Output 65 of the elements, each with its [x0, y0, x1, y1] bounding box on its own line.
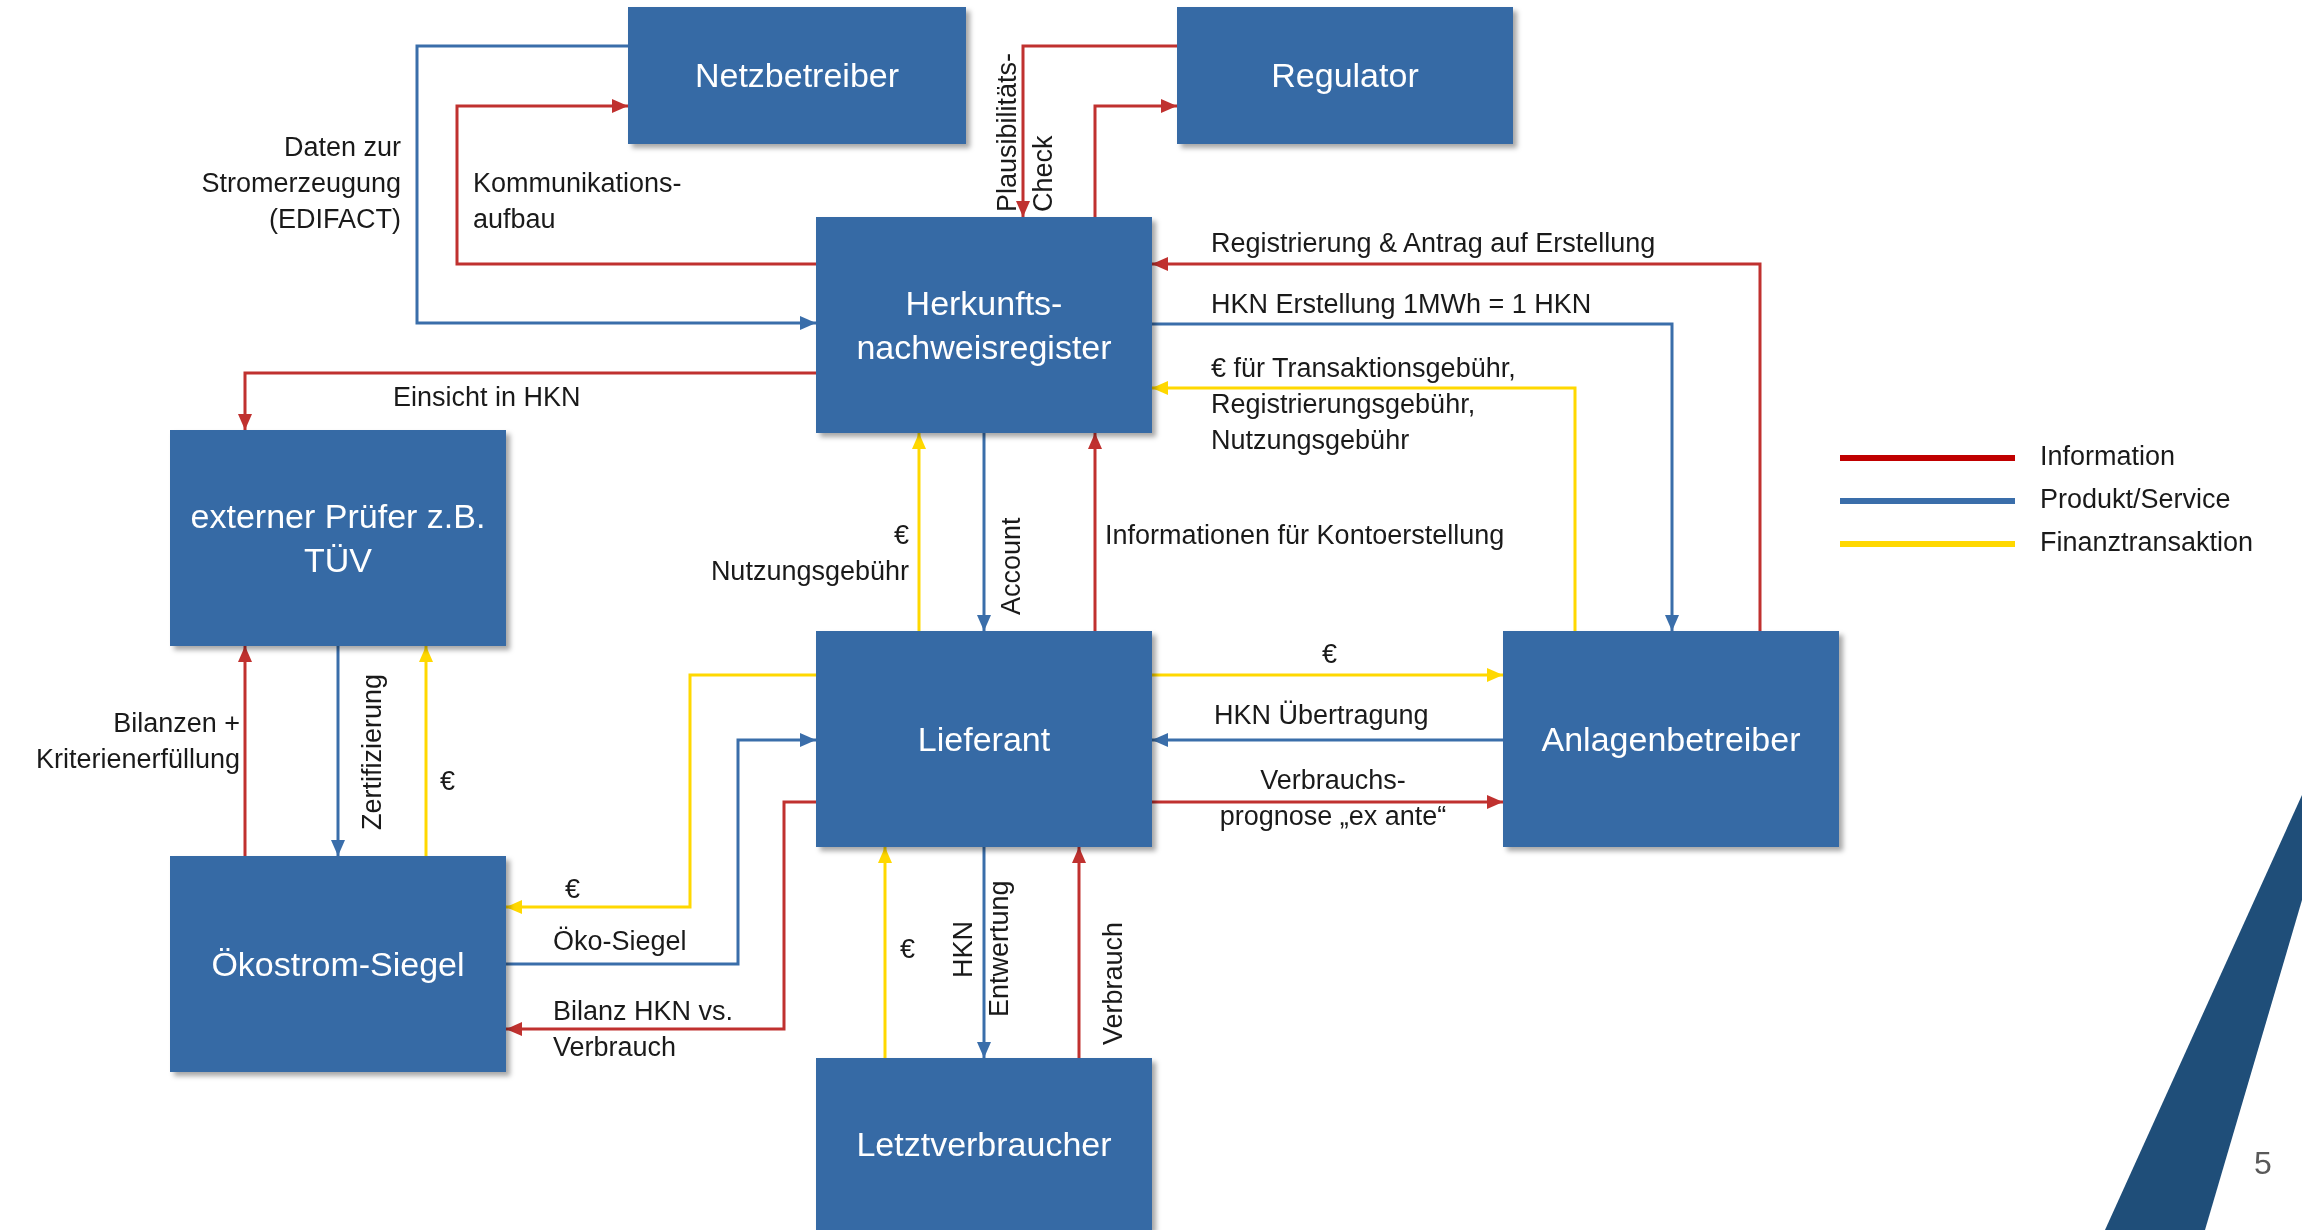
edge-label: HKN Übertragung — [1214, 699, 1429, 732]
node-label: externer Prüfer z.B. TÜV — [189, 495, 487, 581]
arrow — [1152, 795, 1503, 809]
process-box — [1503, 631, 1839, 847]
process-box — [170, 856, 506, 1072]
arrow — [1016, 44, 1177, 217]
edge-label: € — [440, 765, 456, 798]
arrow — [238, 646, 252, 856]
edge-label: Bilanz HKN vs. Verbrauch — [553, 995, 735, 1064]
edge-label: HKN Erstellung 1MWh = 1 HKN — [1211, 288, 1592, 321]
edge-label: Einsicht in HKN — [393, 381, 581, 414]
process-box — [1177, 7, 1513, 144]
arrow — [878, 847, 892, 1058]
arrow — [912, 433, 926, 631]
edge-label: € Nutzungsgebühr — [710, 519, 909, 588]
arrow — [506, 673, 816, 914]
edge-label: Daten zur Stromerzeugung (EDIFACT) — [200, 131, 401, 236]
process-box — [816, 217, 1152, 433]
node-label: Regulator — [1271, 55, 1419, 97]
edge-label: Registrierung & Antrag auf Erstellung — [1211, 227, 1656, 260]
edge-label: Zertifizierung — [356, 672, 388, 830]
edge-label: € — [565, 873, 581, 906]
edge-label: € für Transaktionsgebühr, Registrierungsgebühr, Nutzungsgebühr — [1211, 352, 1516, 457]
arrow — [1152, 322, 1679, 631]
node-label: Ökostrom-Siegel — [211, 943, 465, 985]
page-number: 5 — [2254, 1145, 2272, 1182]
process-box — [816, 1058, 1152, 1230]
edge-label: € — [1322, 638, 1338, 671]
arrow — [455, 99, 816, 266]
arrow — [1072, 847, 1086, 1058]
arrow — [415, 44, 816, 330]
arrow — [1152, 381, 1577, 631]
arrow — [238, 371, 816, 430]
arrow — [1152, 257, 1762, 631]
arrow — [977, 433, 991, 631]
process-box — [170, 430, 506, 646]
edge-label: Verbrauch — [1097, 920, 1129, 1045]
edge-label: € — [900, 933, 916, 966]
node-label: Letztverbraucher — [856, 1123, 1112, 1165]
arrow — [1152, 668, 1503, 682]
arrow — [506, 733, 816, 966]
edge-label: Verbrauchs- prognose „ex ante“ — [1218, 764, 1448, 833]
edge-label: Kommunikations- aufbau — [473, 167, 683, 236]
edge-label: HKN Entwertung — [947, 879, 1015, 1020]
arrow — [506, 800, 816, 1036]
edge-label: Plausibilitäts- Check — [991, 51, 1059, 212]
edge-label: Account — [995, 516, 1027, 615]
edge-label: Informationen für Kontoerstellung — [1105, 519, 1505, 552]
arrow — [977, 847, 991, 1058]
arrow — [1088, 433, 1102, 631]
legend-label: Produkt/Service — [2040, 484, 2231, 515]
legend-label: Finanztransaktion — [2040, 527, 2254, 558]
process-box — [628, 7, 966, 144]
arrow — [419, 646, 433, 856]
node-label: Anlagenbetreiber — [1541, 718, 1801, 760]
legend-label: Information — [2040, 441, 2176, 472]
edge-label: Bilanzen + Kriterienerfüllung — [34, 707, 240, 776]
node-label: Netzbetreiber — [694, 55, 900, 97]
process-box — [816, 631, 1152, 847]
node-label: Lieferant — [917, 718, 1051, 760]
arrow — [331, 646, 345, 856]
arrow — [1093, 99, 1177, 217]
arrow — [1152, 733, 1503, 747]
edge-label: Öko-Siegel — [553, 925, 687, 958]
node-label: Herkunfts- nachweisregister — [855, 282, 1113, 368]
